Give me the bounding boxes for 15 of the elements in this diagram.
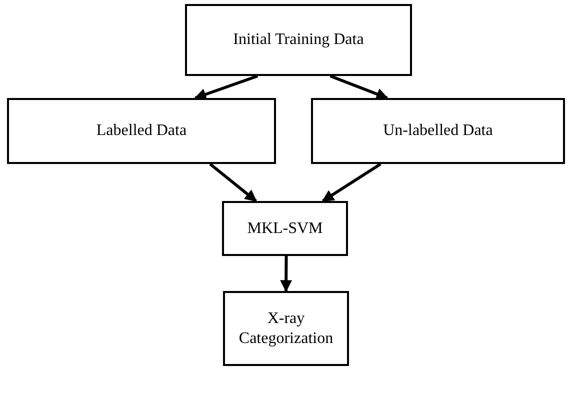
box-label: Initial Training Data [233,30,364,50]
process-box [7,98,276,164]
process-box [223,291,349,366]
arrow [330,74,388,100]
arrow [209,162,257,202]
process-box [185,4,412,76]
box-label: Un-labelled Data [383,121,493,141]
box-label: Labelled Data [96,121,187,141]
box-label: X-ray Categorization [238,308,334,348]
box-label: MKL-SVM [247,218,323,238]
arrow [322,162,382,202]
process-box [311,98,565,164]
arrow [194,74,258,100]
arrow [280,256,292,292]
process-box [222,201,348,256]
